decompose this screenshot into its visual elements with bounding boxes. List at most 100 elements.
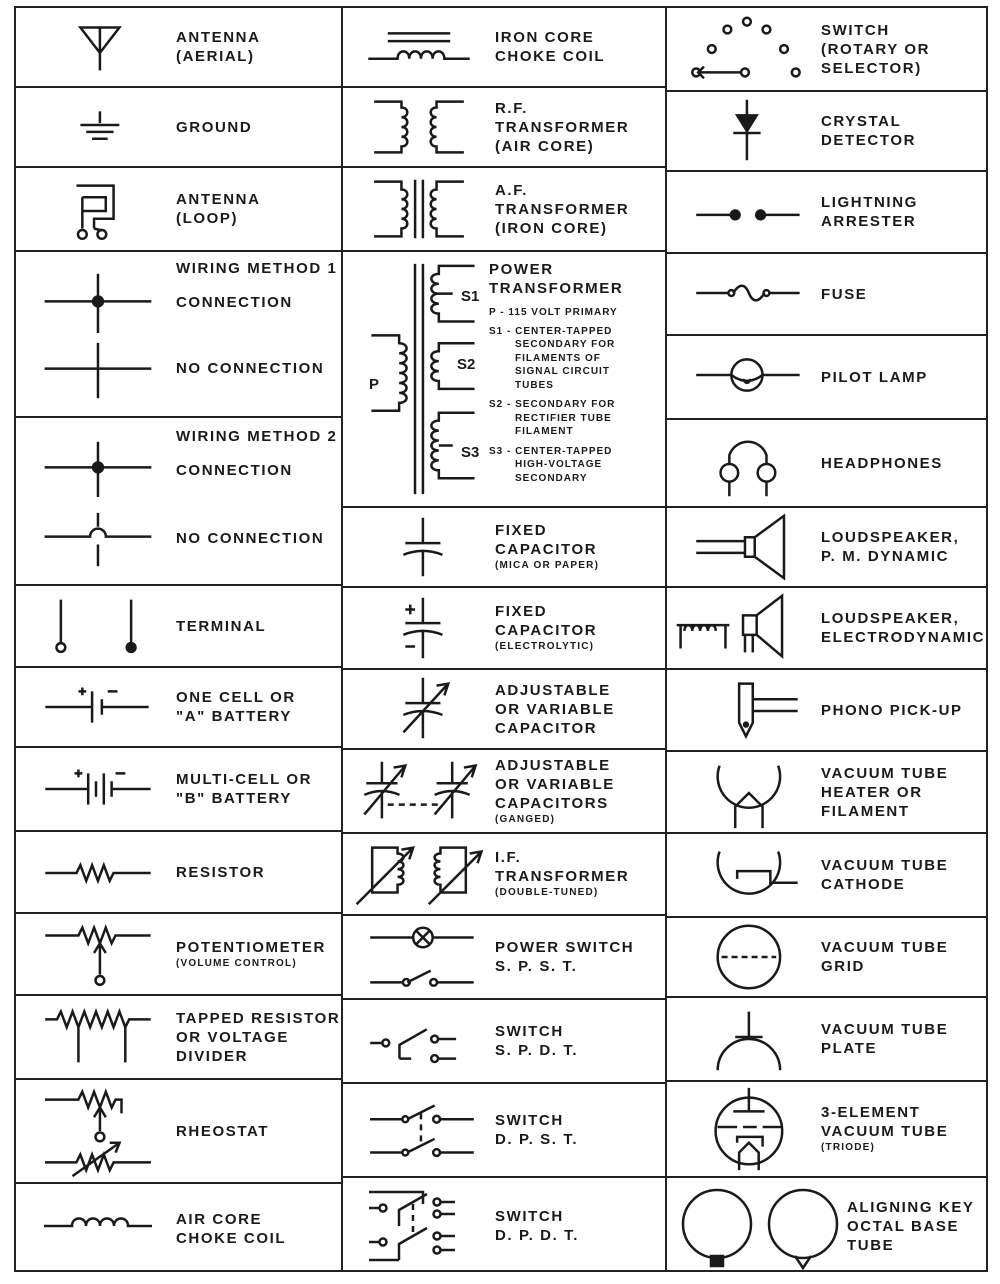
cell-ground: GROUND <box>16 88 341 168</box>
label-rheostat: RHEOSTAT <box>176 1122 270 1140</box>
cell-loudspeaker-electrodynamic: LOUDSPEAKER,ELECTRODYNAMIC <box>667 588 986 670</box>
label-antenna-aerial: ANTENNA(AERIAL) <box>176 29 261 65</box>
cell-wiring-method-1: WIRING METHOD 1 CONNECTION NO CONNECTION <box>16 252 341 418</box>
rotary-switch-symbol <box>667 8 821 90</box>
cell-multi-cell-battery: MULTI-CELL OR"B" BATTERY <box>16 748 341 832</box>
pilot-lamp-symbol <box>667 336 821 418</box>
if-transformer-symbol <box>343 834 495 914</box>
switch-dpst-symbol <box>343 1084 495 1176</box>
fixed-capacitor-mica-symbol <box>343 508 495 586</box>
rheostat-symbol <box>16 1080 176 1182</box>
power-transformer-notes: POWER TRANSFORMER P - 115 VOLT PRIMARY S… <box>489 252 663 485</box>
wiring-method-2-connection: CONNECTION <box>176 462 293 479</box>
loudspeaker-electrodynamic-symbol <box>667 588 821 668</box>
fixed-capacitor-electrolytic-symbol <box>343 588 495 668</box>
cell-if-transformer: I.F.TRANSFORMER(DOUBLE-TUNED) <box>343 834 665 916</box>
cell-antenna-loop: ANTENNA(LOOP) <box>16 168 341 252</box>
cell-phono-pickup: PHONO PICK-UP <box>667 670 986 752</box>
label-af-transformer: A.F.TRANSFORMER(IRON CORE) <box>495 181 630 237</box>
aligning-key-symbol <box>667 1178 845 1274</box>
cell-af-transformer: A.F.TRANSFORMER(IRON CORE) <box>343 168 665 252</box>
cell-headphones: HEADPHONES <box>667 420 986 508</box>
cell-fuse: FUSE <box>667 254 986 336</box>
tapped-resistor-symbol <box>16 996 176 1078</box>
label-multi-cell-battery: MULTI-CELL OR"B" BATTERY <box>176 771 313 807</box>
wiring-method-2-no-connection: NO CONNECTION <box>176 530 325 547</box>
power-transformer-title-2: TRANSFORMER <box>489 280 624 297</box>
iron-core-choke-symbol <box>343 8 495 86</box>
label-ground: GROUND <box>176 118 253 136</box>
cell-resistor: RESISTOR <box>16 832 341 914</box>
switch-spdt-symbol <box>343 1000 495 1082</box>
cell-terminal: TERMINAL <box>16 586 341 668</box>
lightning-arrester-symbol <box>667 172 821 252</box>
power-transformer-symbol: P S1 S2 S3 <box>343 252 489 506</box>
antenna-loop-symbol <box>16 168 176 250</box>
symbol-chart: ANTENNA(AERIAL) GROUND ANTENNA(LOOP) WIR… <box>14 6 988 1272</box>
terminal-symbol <box>16 586 176 666</box>
resistor-symbol <box>16 832 176 912</box>
air-core-choke-symbol <box>16 1184 176 1274</box>
variable-capacitors-ganged-symbol <box>343 750 495 832</box>
af-transformer-symbol <box>343 168 495 250</box>
vacuum-tube-plate-symbol <box>667 998 821 1080</box>
multi-cell-battery-symbol <box>16 748 176 830</box>
wiring-method-1-title: WIRING METHOD 1 <box>176 260 338 277</box>
fuse-symbol <box>667 254 821 334</box>
switch-dpdt-symbol <box>343 1178 495 1274</box>
potentiometer-symbol <box>16 914 176 994</box>
headphones-symbol <box>667 420 821 506</box>
note-primary: P - 115 VOLT PRIMARY <box>489 307 618 318</box>
variable-capacitor-symbol <box>343 670 495 748</box>
power-transformer-title-1: POWER <box>489 261 554 278</box>
crystal-detector-symbol <box>667 92 821 170</box>
cell-rf-transformer: R.F.TRANSFORMER(AIR CORE) <box>343 88 665 168</box>
label-if-transformer: I.F.TRANSFORMER(DOUBLE-TUNED) <box>495 849 630 898</box>
one-cell-battery-symbol <box>16 668 176 746</box>
label-loudspeaker-electrodynamic: LOUDSPEAKER,ELECTRODYNAMIC <box>821 610 986 646</box>
label-phono-pickup: PHONO PICK-UP <box>821 701 963 719</box>
phono-pickup-symbol <box>667 670 821 750</box>
label-antenna-loop: ANTENNA(LOOP) <box>176 191 261 227</box>
cell-rheostat: RHEOSTAT <box>16 1080 341 1184</box>
antenna-aerial-symbol <box>16 8 176 86</box>
power-switch-symbol <box>343 916 495 998</box>
cell-pilot-lamp: PILOT LAMP <box>667 336 986 420</box>
rf-transformer-symbol <box>343 88 495 166</box>
label-resistor: RESISTOR <box>176 863 266 881</box>
